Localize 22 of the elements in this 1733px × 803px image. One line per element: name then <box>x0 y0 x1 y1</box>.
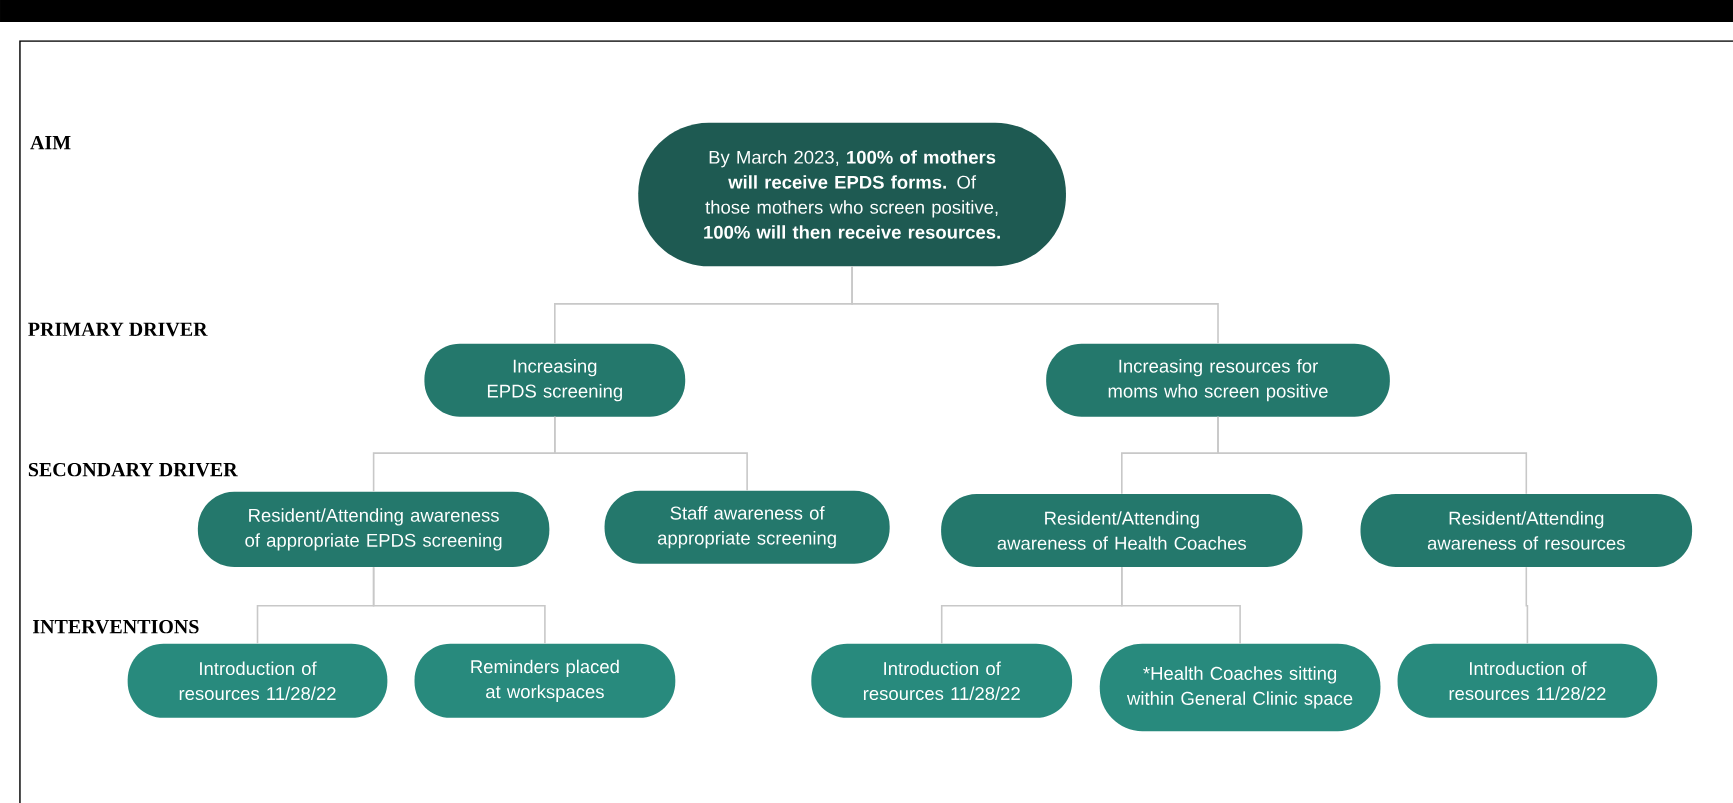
row-heading: SECONDARY DRIVER <box>28 462 238 477</box>
connector-line <box>372 566 546 645</box>
driver-box: Introduction of resources 11/28/22 <box>811 643 1073 718</box>
driver-box: Increasing resources for moms who screen positive <box>1046 343 1390 417</box>
aim-box: By March 2023, 100% of mothers will receive EPDS forms. Of those mothers who screen positive, 100% will then receive resources. <box>638 122 1066 267</box>
connector-line <box>1121 566 1241 645</box>
driver-box: *Health Coaches sitting within General Clinic space <box>1099 643 1381 732</box>
row-heading: INTERVENTIONS <box>33 619 199 634</box>
driver-box: Resident/Attending awareness of Health Coaches <box>941 494 1303 567</box>
driver-box: Reminders placed at workspaces <box>414 643 676 718</box>
connector-line <box>851 265 1219 345</box>
connector-line <box>1525 566 1529 645</box>
driver-box: Increasing EPDS screening <box>424 343 686 417</box>
row-heading: AIM <box>30 136 71 150</box>
driver-box: Staff awareness of appropriate screening <box>604 490 890 564</box>
connector-line <box>1217 416 1528 495</box>
driver-box: Resident/Attending awareness of appropriate EPDS screening <box>197 491 550 567</box>
row-heading: PRIMARY DRIVER <box>28 322 208 337</box>
driver-box: Resident/Attending awareness of resources <box>1360 494 1693 567</box>
driver-box: Introduction of resources 11/28/22 <box>127 643 388 718</box>
driver-box: Introduction of resources 11/28/22 <box>1397 643 1658 718</box>
connector-line <box>554 416 748 492</box>
